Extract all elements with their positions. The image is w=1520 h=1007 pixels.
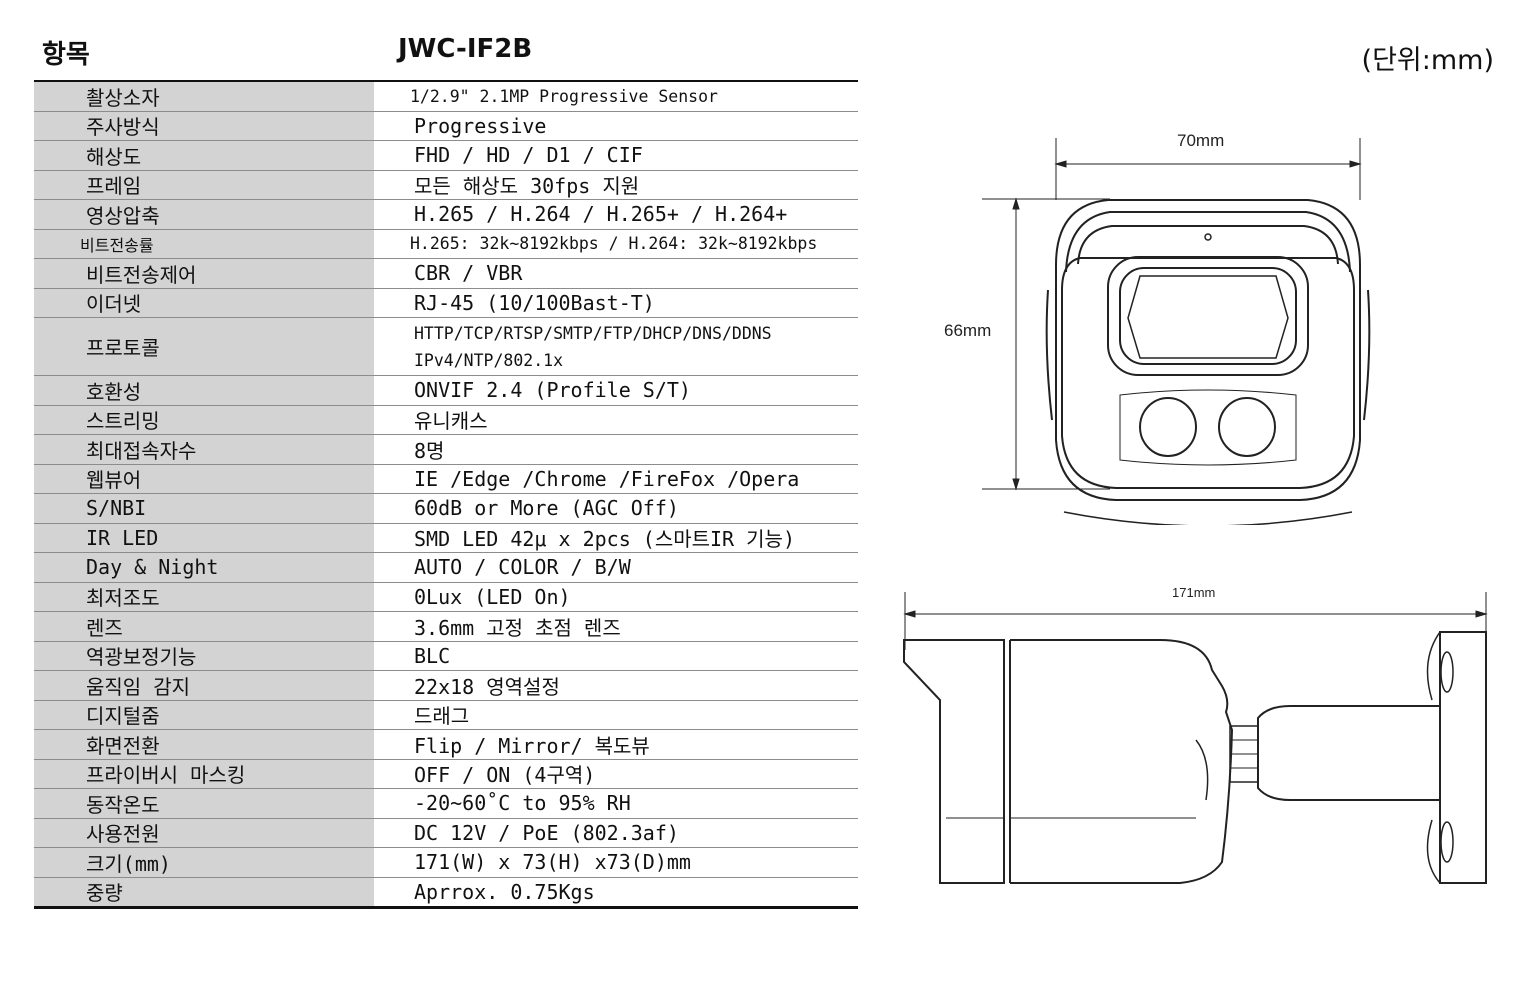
spec-row: 렌즈 3.6mm 고정 초점 렌즈	[34, 612, 858, 642]
spec-value: AUTO / COLOR / B/W	[414, 555, 631, 580]
spec-row: 해상도 FHD / HD / D1 / CIF	[34, 141, 858, 171]
spec-row: 비트전송제어 CBR / VBR	[34, 259, 858, 289]
spec-key: 프레임	[34, 170, 374, 199]
spec-row: 프레임 모든 해상도 30fps 지원	[34, 170, 858, 200]
spec-key: 해상도	[34, 141, 374, 170]
spec-row: 디지털줌 드래그	[34, 700, 858, 730]
spec-row: 중량 Aprrox. 0.75Kgs	[34, 877, 858, 906]
front-height-label: 66mm	[944, 321, 991, 340]
spec-value: 0Lux (LED On)	[414, 584, 571, 609]
spec-key: 호환성	[34, 376, 374, 405]
spec-value: 1/2.9" 2.1MP Progressive Sensor	[410, 86, 718, 106]
spec-key: 스트리밍	[34, 405, 374, 434]
spec-row: 영상압축 H.265 / H.264 / H.265+ / H.264+	[34, 200, 858, 230]
front-width-label: 70mm	[1177, 131, 1224, 150]
spec-key: 촬상소자	[34, 82, 374, 111]
spec-row: 호환성 ONVIF 2.4 (Profile S/T)	[34, 376, 858, 406]
spec-value: RJ-45 (10/100Bast-T)	[414, 290, 655, 315]
spec-row: 최저조도 0Lux (LED On)	[34, 582, 858, 612]
spec-row: S/NBI 60dB or More (AGC Off)	[34, 494, 858, 524]
spec-row: 비트전송률 H.265: 32k~8192kbps / H.264: 32k~81…	[34, 229, 858, 259]
spec-row: 사용전원 DC 12V / PoE (802.3af)	[34, 818, 858, 848]
unit-label: (단위:mm)	[1361, 45, 1494, 76]
spec-value: 드래그	[414, 704, 470, 729]
spec-value: Aprrox. 0.75Kgs	[414, 879, 595, 904]
spec-key: 동작온도	[34, 789, 374, 818]
spec-key: 영상압축	[34, 200, 374, 229]
spec-value: IE /Edge /Chrome /FireFox /Opera	[414, 466, 800, 491]
spec-row: 주사방식 Progressive	[34, 111, 858, 141]
spec-value: 8명	[414, 438, 445, 463]
spec-row: 크기(mm) 171(W) x 73(H) x73(D)mm	[34, 848, 858, 878]
spec-table: 촬상소자 1/2.9" 2.1MP Progressive Sensor 주사방식…	[34, 80, 858, 909]
spec-row: 동작온도 -20~60˚C to 95% RH	[34, 789, 858, 819]
spec-key: 최대접속자수	[34, 435, 374, 464]
spec-key: 주사방식	[34, 111, 374, 140]
spec-key: 디지털줌	[34, 700, 374, 729]
spec-key: 사용전원	[34, 818, 374, 847]
spec-key: 비트전송률	[34, 229, 374, 258]
spec-value: DC 12V / PoE (802.3af)	[414, 820, 679, 845]
front-view-drawing: 70mm 66mm	[944, 131, 1371, 525]
spec-value-line: IPv4/NTP/802.1x	[414, 350, 564, 370]
spec-value: FHD / HD / D1 / CIF	[414, 143, 643, 168]
model-name: JWC-IF2B	[398, 34, 533, 64]
spec-key: 움직임 감지	[34, 671, 374, 700]
spec-value: 3.6mm 고정 초점 렌즈	[414, 615, 621, 640]
side-view-drawing: 171mm	[903, 585, 1488, 884]
spec-row: IR LED SMD LED 42μ x 2pcs (스마트IR 기능)	[34, 523, 858, 553]
spec-value: H.265: 32k~8192kbps / H.264: 32k~8192kbp…	[410, 234, 818, 254]
spec-value: OFF / ON (4구역)	[414, 763, 596, 788]
spec-row: 이더넷 RJ-45 (10/100Bast-T)	[34, 288, 858, 318]
spec-key: 이더넷	[34, 288, 374, 317]
spec-row: 촬상소자 1/2.9" 2.1MP Progressive Sensor	[34, 82, 858, 112]
spec-key: IR LED	[34, 523, 374, 552]
spec-value: Flip / Mirror/ 복도뷰	[414, 733, 650, 758]
spec-value: 60dB or More (AGC Off)	[414, 496, 679, 521]
spec-key: 역광보정기능	[34, 641, 374, 670]
side-length-label: 171mm	[1172, 585, 1215, 600]
spec-value: CBR / VBR	[414, 261, 523, 286]
spec-key: 중량	[34, 877, 374, 906]
spec-key: 비트전송제어	[34, 259, 374, 288]
spec-value: ONVIF 2.4 (Profile S/T)	[414, 378, 691, 403]
spec-row: 움직임 감지 22x18 영역설정	[34, 671, 858, 701]
spec-value: 유니캐스	[414, 409, 488, 434]
spec-key: 렌즈	[34, 612, 374, 641]
spec-key: 프로토콜	[34, 318, 374, 375]
spec-key: 프라이버시 마스킹	[34, 759, 374, 788]
spec-key: S/NBI	[34, 494, 374, 523]
spec-row: 스트리밍 유니캐스	[34, 405, 858, 435]
spec-key: 화면전환	[34, 730, 374, 759]
spec-value: Progressive	[414, 113, 547, 138]
spec-value: HTTP/TCP/RTSP/SMTP/FTP/DHCP/DNS/DDNS IPv4…	[374, 318, 858, 375]
spec-row: 역광보정기능 BLC	[34, 641, 858, 671]
spec-key: 웹뷰어	[34, 464, 374, 493]
item-column-header: 항목	[42, 40, 90, 70]
spec-key: 최저조도	[34, 582, 374, 611]
spec-key: 크기(mm)	[34, 848, 374, 877]
spec-row: 웹뷰어 IE /Edge /Chrome /FireFox /Opera	[34, 464, 858, 494]
spec-value-line: HTTP/TCP/RTSP/SMTP/FTP/DHCP/DNS/DDNS	[414, 323, 772, 343]
spec-row: Day & Night AUTO / COLOR / B/W	[34, 553, 858, 583]
spec-value: SMD LED 42μ x 2pcs (스마트IR 기능)	[414, 527, 795, 552]
spec-value: 모든 해상도 30fps 지원	[414, 174, 640, 199]
spec-value: BLC	[414, 643, 451, 668]
spec-row: 프라이버시 마스킹 OFF / ON (4구역)	[34, 759, 858, 789]
spec-row: 최대접속자수 8명	[34, 435, 858, 465]
spec-value: H.265 / H.264 / H.265+ / H.264+	[414, 202, 788, 227]
spec-value: 22x18 영역설정	[414, 674, 560, 699]
spec-value: 171(W) x 73(H) x73(D)mm	[414, 850, 691, 875]
spec-key: Day & Night	[34, 553, 374, 582]
spec-value: -20~60˚C to 95% RH	[414, 791, 631, 816]
spec-row: 화면전환 Flip / Mirror/ 복도뷰	[34, 730, 858, 760]
